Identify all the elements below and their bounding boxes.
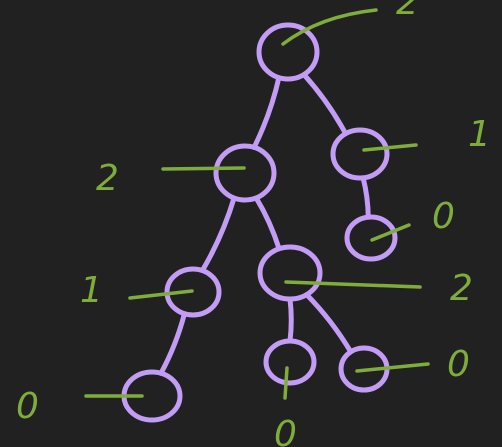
- node-lr: [257, 244, 323, 302]
- label-lll: 0: [16, 386, 39, 427]
- node-rl: [344, 214, 398, 262]
- pointer-lr: [284, 280, 422, 289]
- pointer-r: [362, 143, 418, 152]
- label-lrl: 0: [274, 414, 297, 447]
- node-r: [330, 127, 390, 181]
- edge-lr-lrr: [304, 292, 354, 355]
- edge-r-rl: [360, 175, 371, 220]
- node-lrl: [263, 338, 317, 386]
- label-root: 2: [396, 0, 419, 23]
- node-root: [256, 22, 320, 82]
- label-lr: 2: [450, 268, 473, 309]
- node-l: [213, 143, 277, 203]
- pointer-lrr: [355, 362, 430, 373]
- edge-lr-lrl: [287, 296, 294, 344]
- height-labels: 2 2 1 0 1 2 0 0 0: [16, 0, 491, 447]
- pointer-root: [281, 8, 378, 46]
- edge-l-lr: [253, 195, 282, 252]
- edge-root-l: [251, 75, 282, 150]
- pointer-lrl: [283, 366, 289, 400]
- label-r: 1: [468, 114, 491, 155]
- pointer-l: [161, 166, 246, 171]
- label-rl: 0: [432, 196, 455, 237]
- edge-l-ll: [199, 195, 237, 274]
- annotation-pointers: [84, 8, 430, 400]
- pointer-ll: [128, 289, 194, 300]
- edge-ll-lll: [158, 311, 187, 376]
- label-l: 2: [96, 158, 119, 199]
- node-ll: [164, 266, 222, 318]
- label-ll: 1: [80, 270, 103, 311]
- label-lrr: 0: [447, 344, 470, 385]
- tree-edges: [158, 72, 371, 376]
- pointer-rl: [370, 223, 411, 242]
- edge-root-r: [301, 72, 349, 137]
